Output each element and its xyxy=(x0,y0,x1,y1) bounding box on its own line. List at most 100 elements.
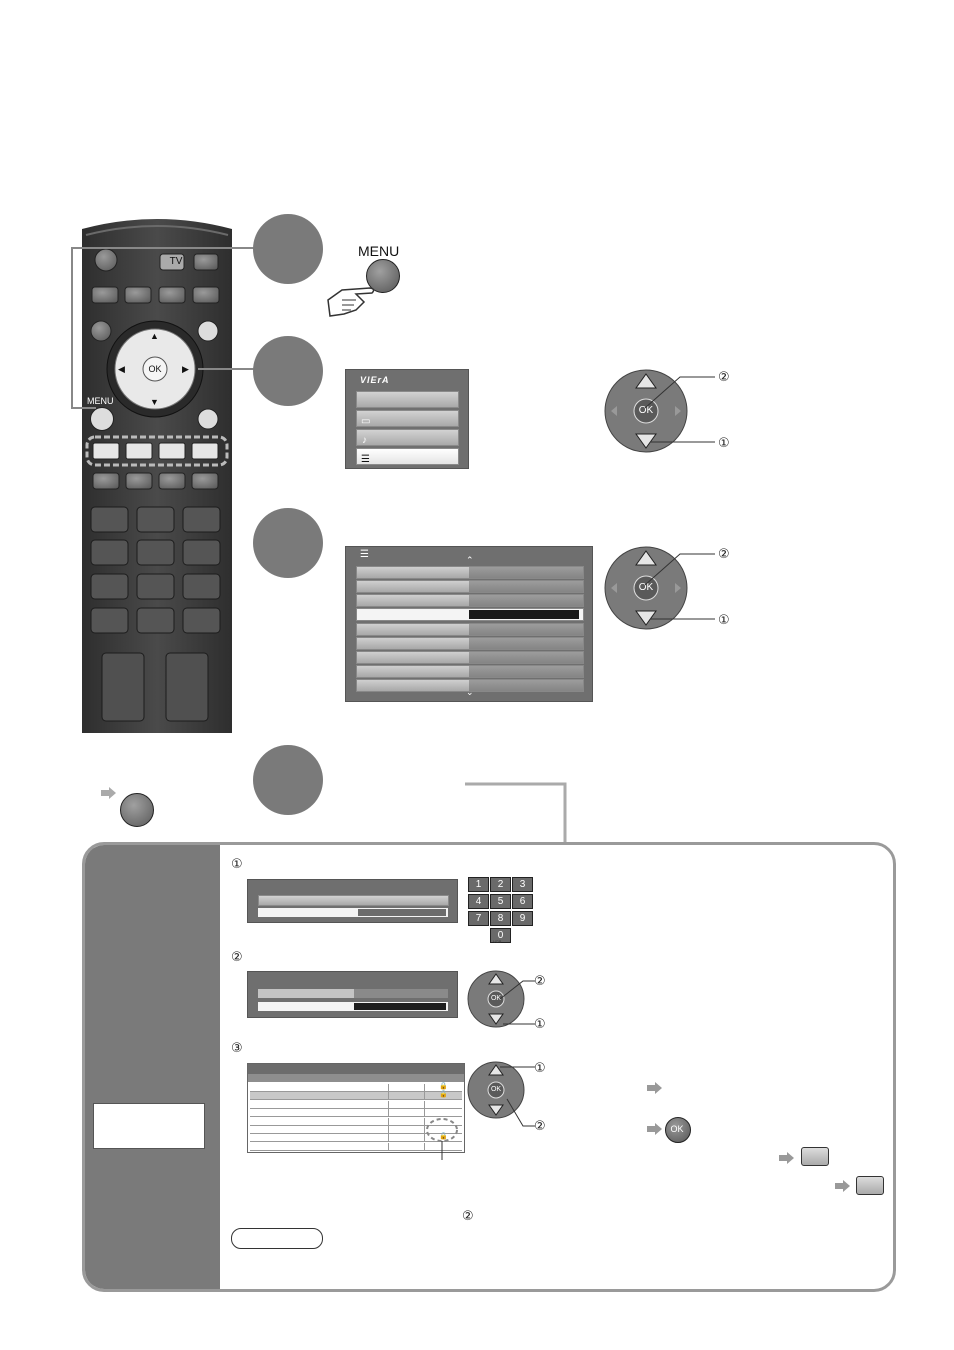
arrow-right-icon xyxy=(779,1152,794,1164)
list-icon: ☰ xyxy=(361,454,370,465)
menu-item-setup[interactable]: ☰ xyxy=(356,448,459,465)
vcr-label: VCR xyxy=(493,939,502,944)
setup-menu-row[interactable] xyxy=(356,608,584,621)
arrow-left-icon[interactable]: ◀ xyxy=(118,364,125,374)
lock-icon: 🔒 xyxy=(439,1133,448,1141)
picture-icon: ▭ xyxy=(361,416,371,427)
setup-menu-row-value xyxy=(469,638,583,649)
setup-menu-screen: ☰ ⌃ ⌄ xyxy=(345,546,593,702)
setup-menu-row-value xyxy=(469,680,583,691)
keypad-key-3[interactable]: 3 xyxy=(512,877,533,892)
colour-key-button[interactable] xyxy=(801,1147,829,1166)
setup-menu-row-value xyxy=(469,652,583,663)
keypad-key-5[interactable]: 5 xyxy=(490,894,511,909)
channel-lock-row[interactable]: 🔒 xyxy=(250,1091,462,1101)
lock-highlight-dashed xyxy=(426,1118,458,1160)
keypad-key-7[interactable]: 7 xyxy=(468,911,489,926)
setup-menu-row-value xyxy=(469,666,583,677)
step-4-circle xyxy=(253,745,323,815)
keypad-key-8[interactable]: 8 xyxy=(490,911,511,926)
ok-button[interactable]: OK xyxy=(638,582,654,593)
arrow-right-icon[interactable]: ▶ xyxy=(182,364,189,374)
substep3-leader-lines xyxy=(500,1066,535,1127)
remote-menu-label: MENU xyxy=(87,396,114,406)
setup-menu-row[interactable] xyxy=(356,651,584,664)
setup-menu-row-value xyxy=(469,624,583,635)
step-1-circle xyxy=(253,214,323,284)
arrow-right-icon xyxy=(835,1180,850,1192)
channel-lock-row[interactable] xyxy=(250,1117,462,1126)
setup-menu-row[interactable] xyxy=(356,679,584,692)
menu-button[interactable] xyxy=(366,259,400,293)
arrow-up-icon[interactable]: ▲ xyxy=(150,331,159,341)
remote-menu-button[interactable] xyxy=(90,407,114,431)
marker-move: ① xyxy=(718,612,730,627)
keypad-key-9[interactable]: 9 xyxy=(512,911,533,926)
channel-lock-row[interactable] xyxy=(250,1142,462,1151)
arrow-right-icon xyxy=(647,1082,662,1094)
pin-input-row[interactable] xyxy=(258,908,448,917)
ok-button[interactable]: OK xyxy=(490,995,502,1002)
tv-button-label[interactable]: TV xyxy=(169,256,183,267)
keypad-key-6[interactable]: 6 xyxy=(512,894,533,909)
channel-lock-row[interactable]: 🔒 xyxy=(250,1133,462,1143)
substep-3-marker: ③ xyxy=(231,1040,243,1055)
menu-item[interactable] xyxy=(356,391,459,408)
channel-lock-row[interactable] xyxy=(250,1109,462,1118)
keypad-key-0[interactable]: 0 xyxy=(490,928,511,943)
keypad-key-4[interactable]: 4 xyxy=(468,894,489,909)
arrow-down-icon[interactable]: ▼ xyxy=(150,397,159,407)
arrow-right-icon xyxy=(647,1123,662,1135)
step2-nav-pad: OK xyxy=(603,368,689,454)
setup-menu-row[interactable] xyxy=(356,637,584,650)
lock-row-2[interactable] xyxy=(258,1002,448,1011)
ok-round-button[interactable] xyxy=(665,1117,691,1143)
channel-lock-row[interactable]: 🔒 xyxy=(250,1083,462,1092)
lock-icon: 🔒 xyxy=(439,1091,448,1099)
marker-top: ② xyxy=(534,973,546,988)
ok-button[interactable]: OK xyxy=(490,1086,502,1093)
step-2-circle xyxy=(253,336,323,406)
marker-move: ① xyxy=(718,435,730,450)
marker-select: ② xyxy=(718,369,730,384)
marker-bottom: ② xyxy=(534,1118,546,1133)
step3-nav-pad: OK xyxy=(603,545,689,631)
substep-1-marker: ① xyxy=(231,856,243,871)
remote-control: TV OK ▲ ▼ ◀ ▶ MENU xyxy=(82,215,232,733)
setup-menu-row[interactable] xyxy=(356,623,584,636)
colour-key-button[interactable] xyxy=(856,1176,884,1195)
setup-menu-row-value xyxy=(469,581,583,592)
list-icon: ☰ xyxy=(360,549,369,560)
ok-button[interactable]: OK xyxy=(148,364,162,374)
pin-entry-screen xyxy=(247,879,458,923)
marker-bottom: ① xyxy=(534,1016,546,1031)
music-note-icon: ♪ xyxy=(362,435,367,446)
setup-menu-row[interactable] xyxy=(356,594,584,607)
marker-top: ① xyxy=(534,1060,546,1075)
scroll-up-icon: ⌃ xyxy=(466,555,474,565)
menu-item-picture[interactable]: ▭ xyxy=(356,410,459,427)
remote-body xyxy=(82,219,232,733)
setup-menu-row-value xyxy=(469,610,579,619)
marker-select: ② xyxy=(718,546,730,561)
channel-lock-row[interactable] xyxy=(250,1100,462,1109)
keypad-key-1[interactable]: 1 xyxy=(468,877,489,892)
menu-item-sound[interactable]: ♪ xyxy=(356,429,459,446)
setup-menu-row[interactable] xyxy=(356,665,584,678)
keypad-key-2[interactable]: 2 xyxy=(490,877,511,892)
pointing-hand-icon xyxy=(327,287,375,317)
lock-row-1[interactable] xyxy=(258,989,448,998)
step3-leader-lines xyxy=(644,553,715,620)
channel-lock-row[interactable] xyxy=(250,1126,462,1134)
setup-menu-row-value xyxy=(469,595,583,606)
exit-button[interactable] xyxy=(120,793,154,827)
ok-button[interactable]: OK xyxy=(638,405,654,416)
pin-title-bar xyxy=(258,895,449,906)
sidebar-note-box xyxy=(93,1103,205,1149)
setup-menu-row[interactable] xyxy=(356,566,584,579)
viera-logo: VIErA xyxy=(360,375,390,385)
channel-lock-list: 🔒🔒🔒 xyxy=(247,1063,465,1153)
setup-menu-row[interactable] xyxy=(356,580,584,593)
substep2-nav-pad: OK xyxy=(467,970,525,1028)
